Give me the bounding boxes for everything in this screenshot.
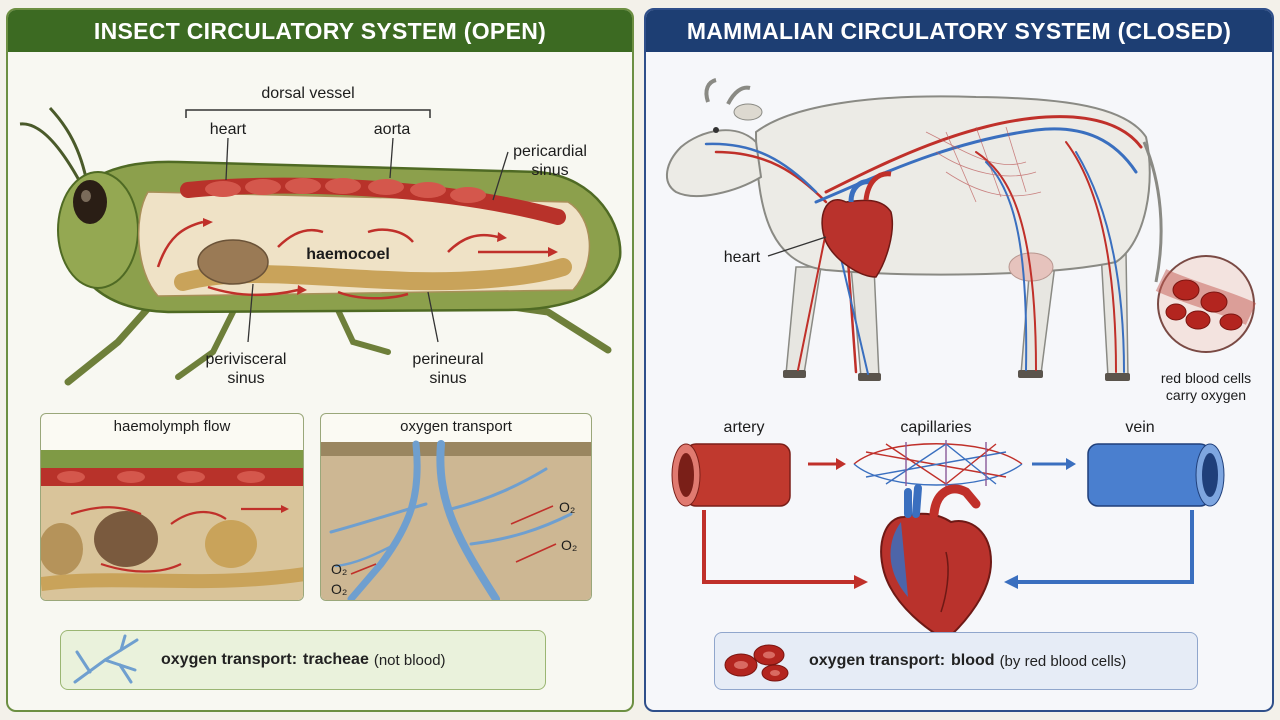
- label-pericardial-sinus-2: sinus: [531, 162, 568, 179]
- red-blood-cells-icon: [724, 644, 789, 682]
- label-pericardial-sinus-1: pericardial: [513, 143, 587, 160]
- leg: [335, 307, 391, 355]
- cow-eye: [713, 127, 719, 133]
- cow-horn: [726, 85, 751, 105]
- mammal-note-paren: (by red blood cells): [999, 652, 1127, 670]
- cow-heart: [821, 199, 894, 278]
- label-rbc-1: red blood cells: [1161, 370, 1251, 386]
- label-perivisceral-sinus-2: sinus: [227, 370, 264, 387]
- insect-note-paren: (not blood): [373, 651, 446, 669]
- vein-tube: [1087, 443, 1225, 507]
- mammal-oxygen-note: oxygen transport: blood (by red blood ce…: [714, 632, 1198, 690]
- mammal-diagram: heart red blood cells carry oxygen arter…: [666, 78, 1257, 642]
- o2-label: O₂: [559, 499, 575, 515]
- cow-horn: [704, 78, 717, 103]
- trachea-branch-icon: [73, 634, 139, 684]
- label-heart: heart: [724, 249, 761, 266]
- label-vein: vein: [1125, 419, 1154, 436]
- insect-panel-header: INSECT CIRCULATORY SYSTEM (OPEN): [8, 10, 632, 52]
- tracheae-illustration: O₂ O₂ O₂ O₂: [321, 440, 591, 600]
- vein-return-line: [1018, 510, 1194, 584]
- label-rbc-2: carry oxygen: [1166, 387, 1246, 403]
- label-capillaries: capillaries: [900, 419, 971, 436]
- eye-highlight: [81, 190, 91, 202]
- dorsal-vessel-bracket: [185, 109, 431, 118]
- antenna: [48, 106, 88, 179]
- mammal-note-value: blood: [951, 652, 995, 669]
- cow-arteries: [714, 115, 1143, 374]
- visceral-organ: [197, 239, 269, 285]
- cow-hooves: [783, 370, 1130, 381]
- haemolymph-flow-illustration: [41, 450, 303, 600]
- o2-label: O₂: [331, 561, 347, 577]
- cow-capillary-net: [925, 126, 1042, 203]
- heart-chambers: [205, 178, 486, 203]
- inset-oxygen-transport: oxygen transport O₂ O₂ O₂ O₂: [320, 413, 592, 601]
- o2-label: O₂: [331, 581, 347, 597]
- insect-note-key: oxygen transport:: [161, 651, 298, 668]
- artery-tube: [671, 443, 791, 507]
- inset-oxygen-transport-title: oxygen transport: [400, 418, 512, 435]
- artery-return-line: [702, 510, 854, 584]
- arrow-heads: [203, 218, 558, 295]
- haemolymph-flow-arrows: [156, 220, 548, 300]
- aorta: [863, 171, 892, 201]
- o2-label: O₂: [561, 537, 577, 553]
- label-artery: artery: [724, 419, 765, 436]
- insect-oxygen-note: oxygen transport: tracheae (not blood): [60, 630, 546, 690]
- cow-body: [754, 95, 1151, 276]
- mammal-panel: MAMMALIAN CIRCULATORY SYSTEM (CLOSED): [644, 8, 1274, 712]
- insect-note-value: tracheae: [303, 651, 369, 668]
- red-blood-cells: [1165, 279, 1243, 331]
- label-perineural-sinus-2: sinus: [429, 370, 466, 387]
- label-dorsal-vessel: dorsal vessel: [261, 85, 354, 102]
- cow-ear: [733, 103, 763, 121]
- arrow-head: [854, 575, 868, 589]
- insect-panel: INSECT CIRCULATORY SYSTEM (OPEN): [6, 8, 634, 712]
- leg: [175, 299, 241, 380]
- mammal-note-key: oxygen transport:: [809, 652, 946, 669]
- insect-diagram: dorsal vessel heart aorta pericardial si…: [19, 85, 622, 387]
- arrow-head: [836, 458, 846, 470]
- label-haemocoel: haemocoel: [306, 246, 390, 263]
- heart-leader-line: [767, 236, 827, 257]
- leg: [64, 293, 162, 386]
- label-perineural-sinus-1: perineural: [412, 351, 483, 368]
- label-heart: heart: [210, 121, 247, 138]
- inset-haemolymph-flow: haemolymph flow: [40, 413, 304, 601]
- capillary-network: [853, 440, 1023, 488]
- vena-cava: [848, 179, 872, 203]
- antenna: [19, 122, 82, 183]
- arrow-head: [1066, 458, 1076, 470]
- cow-tail: [1142, 141, 1163, 283]
- label-perivisceral-sinus-1: perivisceral: [206, 351, 287, 368]
- leader-lines: [225, 137, 509, 343]
- cow-head: [666, 129, 763, 198]
- mammal-panel-header: MAMMALIAN CIRCULATORY SYSTEM (CLOSED): [646, 10, 1272, 52]
- label-aorta: aorta: [374, 121, 411, 138]
- compound-eye: [73, 180, 107, 224]
- anatomical-heart: [880, 484, 993, 642]
- arrow-head: [1004, 575, 1018, 589]
- inset-haemolymph-flow-title: haemolymph flow: [113, 418, 231, 435]
